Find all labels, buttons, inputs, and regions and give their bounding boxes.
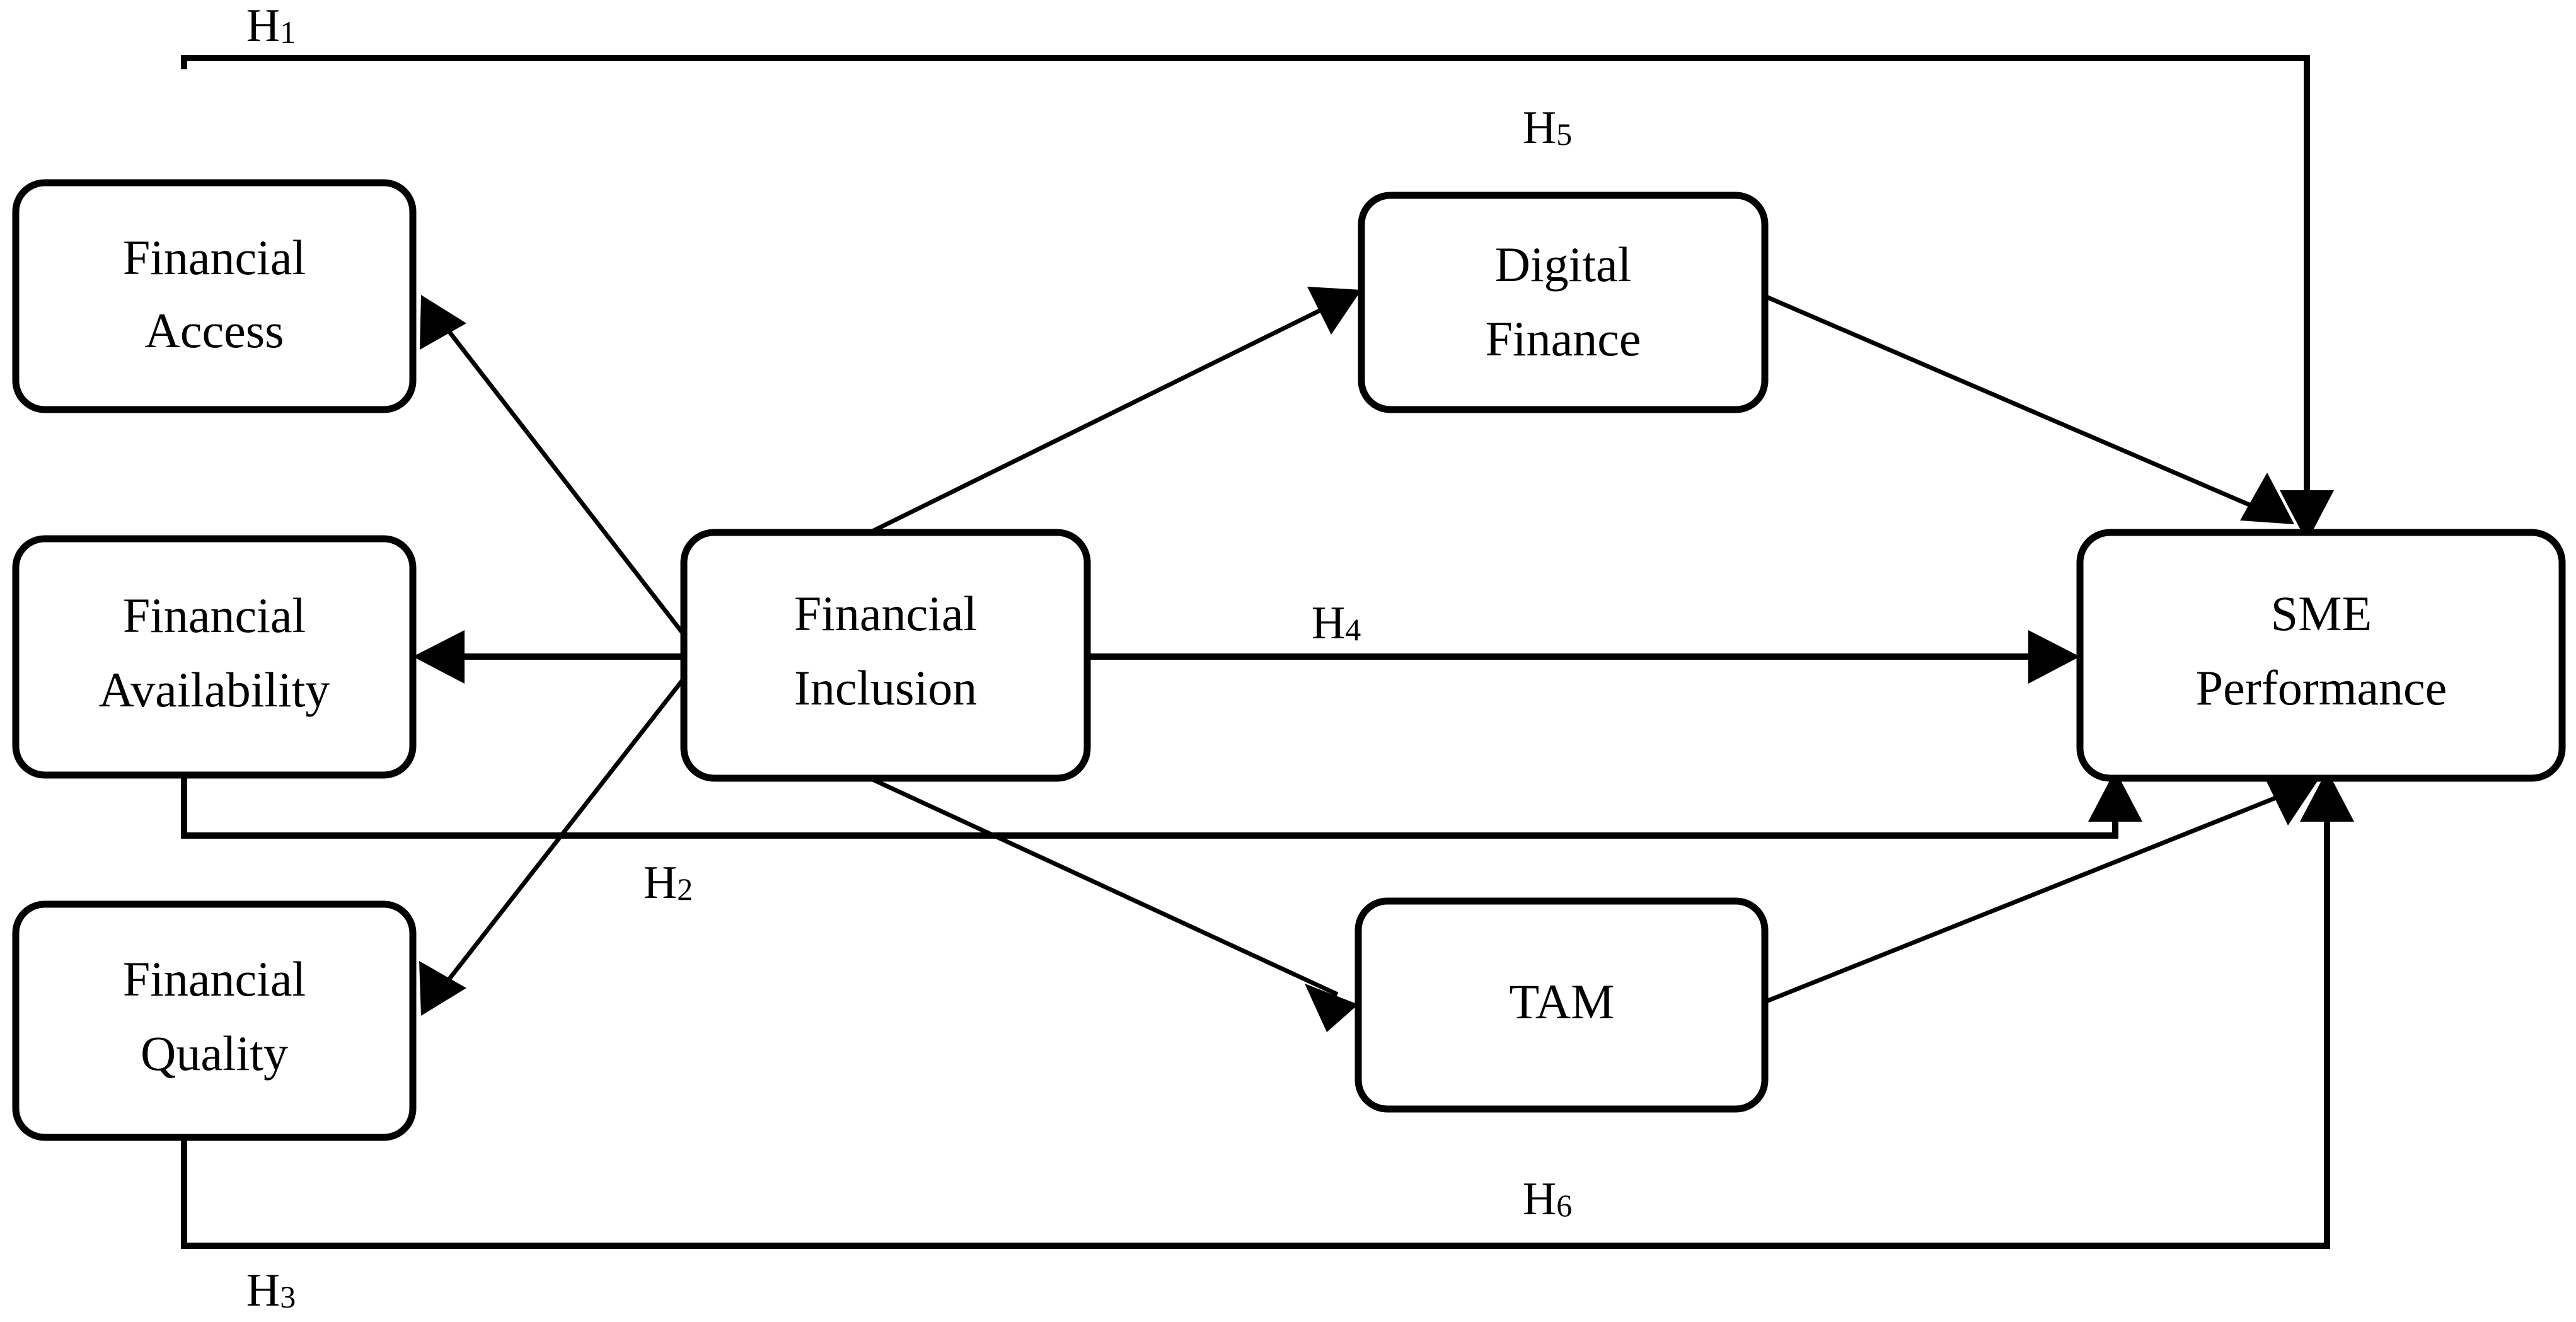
node-tam[interactable]: TAM (1354, 897, 1769, 1113)
label-h4: H4 (1312, 597, 1361, 649)
node-digital-finance-line2: Finance (1486, 311, 1641, 366)
node-financial-inclusion-shape[interactable] (680, 529, 1091, 782)
edge-h1 (181, 55, 2334, 542)
node-financial-quality-line1: Financial (123, 951, 306, 1006)
edge-h1-arrowhead (2280, 490, 2334, 542)
label-h6: H6 (1523, 1173, 1572, 1225)
edge-h4-arrowhead (2028, 630, 2080, 684)
node-tam-shape[interactable] (1354, 897, 1769, 1113)
edge-h3-arrowhead (2300, 770, 2354, 822)
node-financial-access-shape[interactable] (12, 179, 417, 413)
edge-inclusion-to-availability (413, 630, 701, 684)
node-financial-access[interactable]: Financial Access (12, 179, 417, 413)
node-digital-finance-shape[interactable] (1358, 192, 1769, 413)
node-sme-performance-line1: SME (2271, 586, 2372, 641)
edge-h6b-arrowhead (2264, 776, 2318, 825)
node-financial-quality-line2: Quality (141, 1026, 288, 1081)
edge-quality-line (439, 655, 703, 991)
node-financial-inclusion-line2: Inclusion (794, 660, 977, 715)
edge-h2-arrowhead (2088, 770, 2142, 822)
node-digital-finance[interactable]: Digital Finance (1358, 192, 1769, 413)
label-h3: H3 (246, 1265, 296, 1316)
node-financial-quality[interactable]: Financial Quality (12, 900, 417, 1141)
label-h1: H1 (246, 0, 296, 52)
edge-access-line (439, 319, 703, 658)
edge-h5a-arrowhead (1307, 287, 1361, 335)
node-financial-inclusion[interactable]: Financial Inclusion (680, 529, 1091, 782)
node-financial-availability-shape[interactable] (12, 535, 417, 779)
edge-h5-inclusion-to-digital-finance (869, 287, 1361, 535)
edge-inclusion-to-quality (419, 655, 703, 1016)
edge-h2-line (181, 775, 2118, 839)
edge-availability-arrowhead (413, 630, 465, 684)
label-h5: H5 (1523, 102, 1572, 154)
edge-h3 (181, 770, 2354, 1249)
node-financial-availability-line1: Financial (123, 588, 306, 643)
edge-h5-digital-finance-to-sme (1764, 294, 2294, 524)
node-financial-availability-line2: Availability (99, 662, 330, 717)
edge-inclusion-to-access (420, 295, 703, 658)
edge-h6a-line (869, 776, 1339, 997)
edge-h6-inclusion-to-tam (869, 776, 1358, 1032)
node-tam-line1: TAM (1509, 974, 1614, 1029)
edge-h6-tam-to-sme (1764, 776, 2318, 1004)
edge-h6a-arrowhead (1305, 984, 1358, 1032)
node-digital-finance-line1: Digital (1495, 237, 1632, 292)
edge-h5b-line (1764, 294, 2275, 518)
edge-access-arrowhead (420, 295, 466, 350)
edge-h5a-line (869, 297, 1343, 535)
edge-h6b-line (1764, 786, 2299, 1004)
node-financial-quality-shape[interactable] (12, 900, 417, 1141)
edge-h1-line (181, 55, 2310, 526)
edge-quality-arrowhead (419, 961, 466, 1016)
node-financial-inclusion-line1: Financial (794, 586, 977, 641)
node-financial-access-line2: Access (145, 303, 284, 358)
edge-h4 (1087, 630, 2080, 684)
node-financial-availability[interactable]: Financial Availability (12, 535, 417, 779)
node-sme-performance-line2: Performance (2196, 660, 2447, 715)
edge-h3-line (181, 786, 2330, 1249)
node-sme-performance[interactable]: SME Performance (2076, 529, 2566, 782)
node-financial-access-line1: Financial (123, 230, 306, 285)
node-sme-performance-shape[interactable] (2076, 529, 2566, 782)
edge-h5b-arrowhead (2240, 473, 2294, 524)
edge-h2 (181, 770, 2142, 839)
label-h2: H2 (644, 857, 693, 909)
